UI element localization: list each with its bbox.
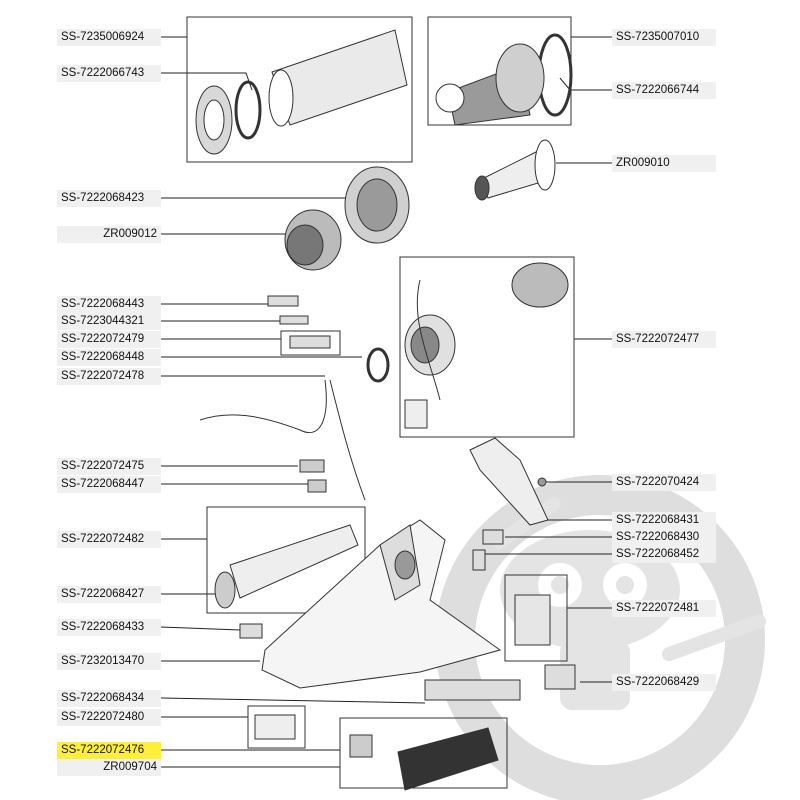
part-label: SS-7222072480 <box>57 709 161 726</box>
part-label: SS-7222072477 <box>612 331 716 348</box>
part-label: SS-7235006924 <box>57 29 161 46</box>
part-label: SS-7222068452 <box>612 546 716 563</box>
part-label: SS-7222068433 <box>57 619 161 636</box>
part-label: SS-7222068431 <box>612 512 716 529</box>
part-label: SS-7222068427 <box>57 586 161 603</box>
part-label: SS-7222072482 <box>57 531 161 548</box>
part-label: SS-7222070424 <box>612 474 716 491</box>
part-label: SS-7222068429 <box>612 674 716 691</box>
part-label: SS-7222066743 <box>57 65 161 82</box>
part-label: SS-7232013470 <box>57 653 161 670</box>
part-label: SS-7222066744 <box>612 82 716 99</box>
part-label: ZR009012 <box>57 226 161 243</box>
part-label: SS-7222068447 <box>57 476 161 493</box>
part-label: ZR009010 <box>612 155 716 172</box>
part-label: SS-7222068430 <box>612 529 716 546</box>
part-label-highlighted: SS-7222072476 <box>57 742 161 759</box>
part-label: SS-7222072479 <box>57 331 161 348</box>
part-label: SS-7223044321 <box>57 313 161 330</box>
part-label: SS-7235007010 <box>612 29 716 46</box>
part-label: SS-7222068434 <box>57 690 161 707</box>
part-label: ZR009704 <box>57 759 161 776</box>
part-label: SS-7222068448 <box>57 349 161 366</box>
part-label: SS-7222072478 <box>57 368 161 385</box>
part-label: SS-7222072481 <box>612 600 716 617</box>
part-label: SS-7222072475 <box>57 458 161 475</box>
part-label: SS-7222068423 <box>57 190 161 207</box>
part-label: SS-7222068443 <box>57 296 161 313</box>
